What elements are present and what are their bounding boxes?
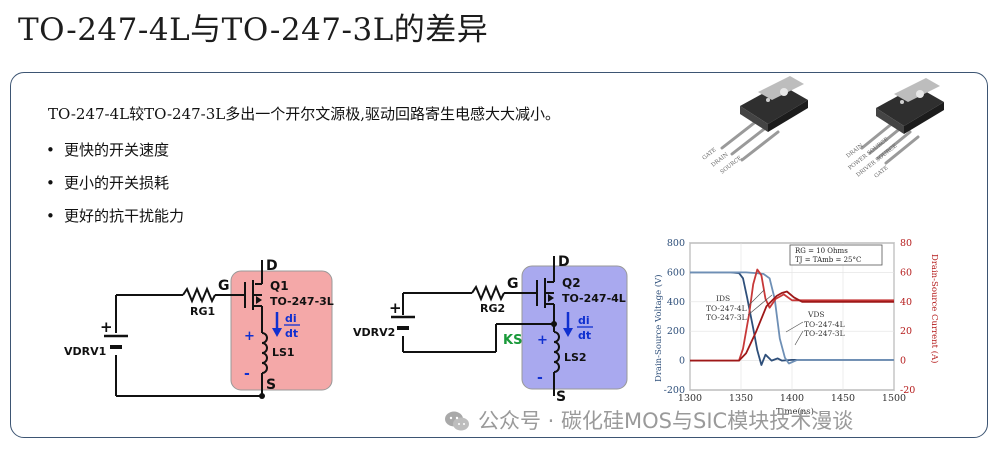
gate-label-1: G <box>218 278 230 294</box>
y-tick-label-left: 0 <box>679 356 685 367</box>
ids-4l-annotation: TO-247-4L <box>706 304 747 313</box>
resistor-label-1: RG1 <box>190 305 215 318</box>
list-item: •更好的抗干扰能力 <box>46 207 185 225</box>
y-tick-label-left: 400 <box>667 297 685 308</box>
legend-entry: RG = 10 Ohms <box>795 247 848 255</box>
x-tick-label: 1450 <box>831 393 855 404</box>
list-item: •更小的开关损耗 <box>46 174 170 192</box>
transistor-label-2: Q2 <box>562 276 581 290</box>
y-tick-label-right: 40 <box>900 297 912 308</box>
resistor-label-2: RG2 <box>480 302 505 315</box>
x-tick-label: 1400 <box>780 393 804 404</box>
dt-label-2: dt <box>578 329 591 342</box>
inductor-minus-1: - <box>244 366 250 382</box>
source-label-1: S <box>266 377 276 393</box>
y-tick-label-right: 80 <box>900 238 912 249</box>
di-label-1: di <box>285 312 297 325</box>
y-tick-label-left: 600 <box>667 267 685 278</box>
list-item: •更快的开关速度 <box>46 141 170 159</box>
inductor-plus-1: + <box>244 329 255 344</box>
source-voltage-label-2: VDRV2 <box>353 326 395 339</box>
x-axis-label: Time(ns) <box>776 406 814 417</box>
y-tick-label-left: 800 <box>667 238 685 249</box>
kelvin-source-label: KS <box>503 333 522 348</box>
page-title: TO-247-4L与TO-247-3L的差异 <box>18 12 489 48</box>
vds-annotation: VDS <box>807 310 825 319</box>
y-tick-label-right: -20 <box>900 385 915 396</box>
legend-entry: TJ = TAmb = 25°C <box>795 256 861 264</box>
x-tick-label: 1500 <box>882 393 906 404</box>
legend-box <box>789 244 883 266</box>
part-label-2: TO-247-4L <box>562 292 626 305</box>
series-line-ids_3l <box>690 290 894 362</box>
drain-label-1: D <box>266 258 278 274</box>
ids-annotation: IDS <box>716 294 730 303</box>
gate-label-2: G <box>507 276 519 292</box>
intro-text: TO-247-4L较TO-247-3L多出一个开尔文源极,驱动回路寄生电感大大减… <box>48 105 561 123</box>
battery-plus-2: + <box>389 299 402 317</box>
series-line-vds_3l <box>690 271 894 365</box>
y-tick-label-right: 60 <box>900 267 912 278</box>
watermark: 公众号 · 碳化硅MOS与SIC模块技术漫谈 <box>444 405 853 437</box>
inductor-plus-2: + <box>537 333 548 348</box>
series-line-ids_4l <box>690 268 894 362</box>
battery-plus-1: + <box>100 318 113 336</box>
y-axis-right-label: Drain-Source Current (A) <box>929 254 940 363</box>
benefit-list: •更快的开关速度 •更小的开关损耗 •更好的抗干扰能力 <box>46 140 184 239</box>
vds-3l-annotation: TO-247-3L <box>804 329 845 338</box>
inductor-minus-2: - <box>537 370 543 386</box>
y-tick-label-right: 0 <box>900 356 906 367</box>
to247-4l-package: DRAIN POWER SOURCE DRIVER SOURCE GATE <box>846 78 944 180</box>
source-voltage-label-1: VDRV1 <box>64 345 106 358</box>
drain-label-2: D <box>558 254 570 270</box>
y-tick-label-right: 20 <box>900 326 912 337</box>
vds-4l-annotation: TO-247-4L <box>804 320 845 329</box>
source-label-2: S <box>556 389 566 405</box>
x-tick-label: 1350 <box>729 393 753 404</box>
y-tick-label-left: 200 <box>667 326 685 337</box>
y-tick-label-left: -200 <box>664 385 685 396</box>
series-line-vds_4l <box>690 271 894 366</box>
y-axis-left-label: Drain-Source Voltage (V) <box>653 274 664 382</box>
inductor-label-2: LS2 <box>564 351 587 364</box>
wechat-icon <box>444 410 470 437</box>
package-illustrations: GATE DRAIN SOURCE DRAIN POWER SOURCE DRI… <box>702 76 944 180</box>
part-label-1: TO-247-3L <box>270 295 334 308</box>
dt-label-1: dt <box>285 327 298 340</box>
ids-3l-annotation: TO-247-3L <box>706 313 747 322</box>
inductor-label-1: LS1 <box>272 346 295 359</box>
x-tick-label: 1300 <box>678 393 702 404</box>
transistor-label-1: Q1 <box>270 279 289 293</box>
di-label-2: di <box>578 314 590 327</box>
